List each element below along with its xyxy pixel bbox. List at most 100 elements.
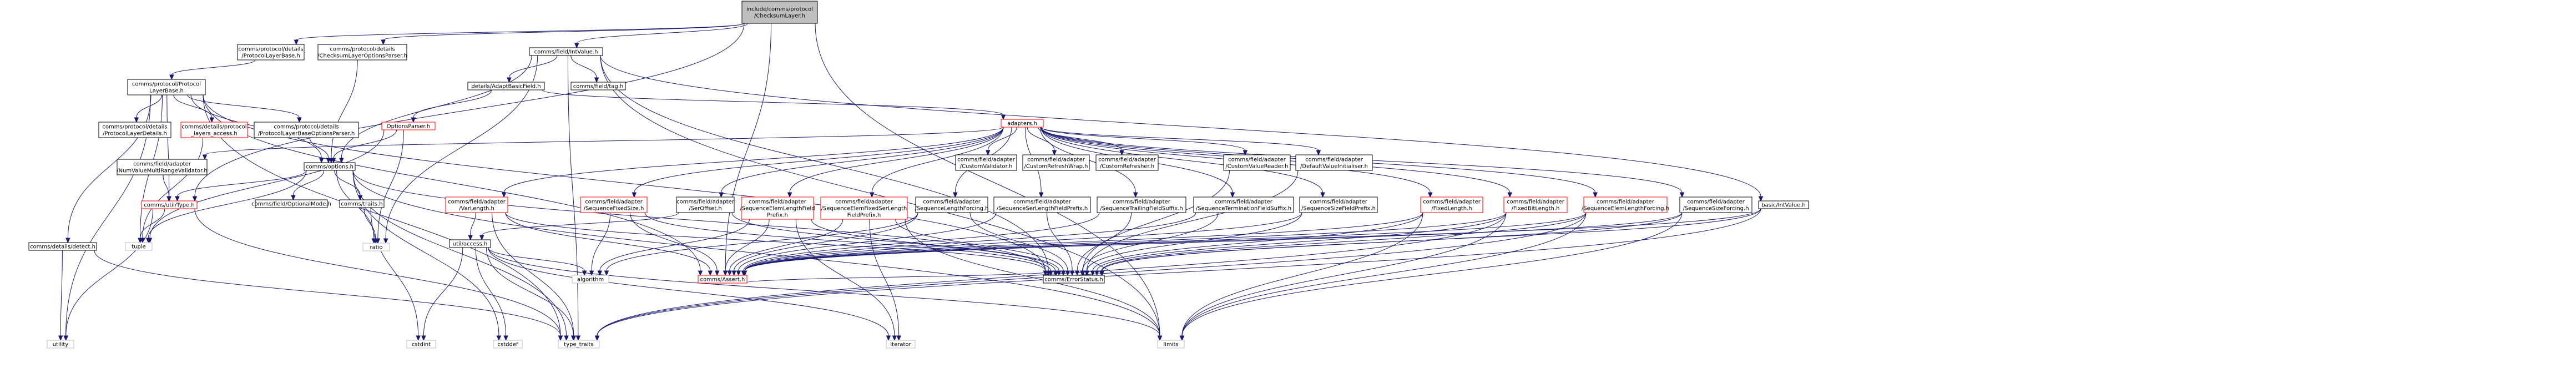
edge-root-to-detailsProtocolLayerBase <box>296 23 745 41</box>
node-checksumLayerOptionsParser[interactable]: comms/protocol/details/ChecksumLayerOpti… <box>317 44 407 61</box>
node-label: comms/field/adapter <box>1013 199 1072 205</box>
edge-arrowhead <box>202 154 208 160</box>
node-iterator[interactable]: iterator <box>886 340 916 349</box>
node-errorStatus[interactable]: comms/ErrorStatus.h <box>1043 275 1105 284</box>
edge-detailsProtocolLayerBase-to-protocolLayerBase <box>171 59 256 75</box>
node-label: comms/field/adapter <box>133 162 191 168</box>
edge-arrowhead <box>1593 192 1598 198</box>
node-commsOptions[interactable]: comms/options.h <box>304 162 356 171</box>
node-sequenceSerLengthFieldPrefix[interactable]: comms/field/adapter/SequenceSerLengthFie… <box>993 196 1091 213</box>
node-sequenceFixedSize[interactable]: comms/field/adapter/SequenceFixedSize.h <box>580 196 648 213</box>
node-varLength[interactable]: comms/field/adapter/VarLength.h <box>445 196 508 213</box>
node-box <box>98 122 171 138</box>
edge-sequenceTrailingFieldSuffix-to-errorStatus <box>1077 212 1132 271</box>
node-numValueMultiRangeValidator[interactable]: comms/field/adapter/NumValueMultiRangeVa… <box>117 159 208 175</box>
edge-fixedBitLength-to-typeTraits <box>597 212 1507 336</box>
node-customValidator[interactable]: comms/field/adapter/CustomValidator.h <box>955 154 1017 171</box>
node-detailsProtocolLayerDetails[interactable]: comms/protocol/details/ProtocolLayerDeta… <box>98 122 171 138</box>
node-sequenceElemLengthForcing[interactable]: comms/field/adapter/SequenceElemLengthFo… <box>1582 196 1669 213</box>
edge-arrowhead <box>698 270 703 276</box>
edge-sequenceTerminationFieldSuffix-to-errorStatus <box>1082 212 1219 271</box>
node-adaptBasicField[interactable]: details/AdaptBasicField.h <box>467 82 545 90</box>
edge-intValue-to-fieldTag <box>570 55 597 78</box>
edge-adapters-to-customValueReader <box>1040 127 1246 151</box>
edge-arrowhead <box>1316 150 1321 156</box>
edge-numValueMultiRangeValidator-to-utilType <box>163 174 169 197</box>
edge-sequenceSerLengthFieldPrefix-to-errorStatus <box>1047 212 1073 271</box>
node-basicIntValue[interactable]: basic/IntValue.h <box>1758 200 1809 209</box>
node-label: comms/field/adapter <box>1507 199 1565 205</box>
edge-arrowhead <box>1054 270 1059 276</box>
node-label: comms/field/adapter <box>923 199 981 205</box>
node-customValueReader[interactable]: comms/field/adapter/CustomValueReader.h <box>1223 154 1291 171</box>
node-label: comms/Assert.h <box>700 277 745 283</box>
node-sequenceSizeForcing[interactable]: comms/field/adapter/SequenceSizeForcing.… <box>1679 196 1752 213</box>
node-ratio[interactable]: ratio <box>362 243 390 251</box>
node-defaultValueInitialiser[interactable]: comms/field/adapter/DefaultValueInitiali… <box>1295 154 1373 171</box>
edge-arrowhead <box>138 238 143 244</box>
node-fieldTag[interactable]: comms/field/tag.h <box>570 82 626 90</box>
node-fixedBitLength[interactable]: comms/field/adapter/FixedBitLength.h <box>1503 196 1568 213</box>
node-sequenceTrailingFieldSuffix[interactable]: comms/field/adapter/SequenceTrailingFiel… <box>1097 196 1186 213</box>
edge-sequenceElemLengthForcing-to-errorStatus <box>1101 212 1587 271</box>
edge-sequenceFixedSize-to-commsAssert <box>629 212 718 271</box>
node-utility[interactable]: utility <box>47 340 74 349</box>
node-sequenceSizeFieldPrefix[interactable]: comms/field/adapter/SequenceSizeFieldPre… <box>1299 196 1378 213</box>
edge-arrowhead <box>331 158 336 164</box>
node-label: comms/field/IntValue.h <box>534 49 598 56</box>
edge-arrowhead <box>574 43 579 49</box>
edge-arrowhead <box>564 335 569 341</box>
edge-commsTraits-to-ratio <box>363 207 376 239</box>
node-tuple[interactable]: tuple <box>125 242 153 251</box>
edge-arrowhead <box>421 335 426 341</box>
node-sequenceElemFixedSerLengthFieldPrefix[interactable]: comms/field/adapter/SequenceElemFixedSer… <box>820 196 908 220</box>
node-protocolLayerBase[interactable]: comms/protocol/ProtocolLayerBase.h <box>127 79 206 95</box>
edge-arrowhead <box>594 77 599 83</box>
node-typeTraits[interactable]: type_traits <box>558 340 600 349</box>
node-commsTraits[interactable]: comms/traits.h <box>339 199 385 208</box>
node-label: /CustomValueReader.h <box>1225 164 1288 170</box>
node-customRefreshWrap[interactable]: comms/field/adapter/CustomRefreshWrap.h <box>1022 154 1090 171</box>
edge-arrowhead <box>145 238 151 244</box>
node-label: comms/field/adapter <box>448 199 506 205</box>
node-detailsDetect[interactable]: comms/details/detect.h <box>28 242 97 251</box>
node-detailsProtocolLayerBase[interactable]: comms/protocol/details/ProtocolLayerBase… <box>237 44 305 61</box>
edge-basicIntValue-to-commsAssert <box>744 208 1761 271</box>
node-label: comms/protocol/details <box>330 47 395 53</box>
node-box <box>1095 154 1159 171</box>
node-optionsParser[interactable]: OptionsParser.h <box>381 122 436 130</box>
node-serOffset[interactable]: comms/field/adapter/SerOffset.h <box>676 196 735 213</box>
edge-arrowhead <box>319 158 324 164</box>
node-cstdint[interactable]: cstdint <box>406 340 436 349</box>
edge-utilAccess-to-limits <box>488 247 1160 336</box>
node-cstddef[interactable]: cstddef <box>493 340 523 349</box>
edge-adapters-to-sequenceElemLengthFieldPrefix <box>789 127 1004 193</box>
node-commsAssert[interactable]: comms/Assert.h <box>698 275 747 284</box>
node-customRefresher[interactable]: comms/field/adapter/CustomRefresher.h <box>1095 154 1159 171</box>
node-layersAccess[interactable]: comms/details/protocol_layers_access.h <box>180 122 248 138</box>
node-limits[interactable]: limits <box>1157 340 1185 349</box>
node-optionalMode[interactable]: comms/field/OptionalMode.h <box>251 199 331 208</box>
node-intValue[interactable]: comms/field/IntValue.h <box>529 47 603 56</box>
node-fixedLength[interactable]: comms/field/adapter/FixedLength.h <box>1420 196 1483 213</box>
edge-commsTraits-to-cstdint <box>370 207 419 336</box>
node-sequenceLengthForcing[interactable]: comms/field/adapter/SequenceLengthForcin… <box>915 196 989 213</box>
node-sequenceElemLengthFieldPrefix[interactable]: comms/field/adapter/SequenceElemLengthFi… <box>740 196 815 220</box>
edge-arrowhead <box>58 335 63 341</box>
edge-sequenceSizeForcing-to-commsAssert <box>744 212 1683 271</box>
node-label: comms/field/adapter <box>1597 199 1655 205</box>
node-label: comms/field/adapter <box>1027 157 1085 163</box>
edge-arrowhead <box>570 335 576 341</box>
node-utilAccess[interactable]: util/access.h <box>449 239 491 248</box>
edge-arrowhead <box>714 270 720 276</box>
edge-root-to-checksumLayerOptionsParser <box>383 23 745 41</box>
node-label: algorithm <box>577 277 604 283</box>
node-label: comms/options.h <box>306 164 353 170</box>
node-algorithm[interactable]: algorithm <box>572 275 609 284</box>
node-adapters[interactable]: adapters.h <box>1001 119 1044 128</box>
node-root[interactable]: include/comms/protocol/ChecksumLayer.h <box>741 1 818 24</box>
node-sequenceTerminationFieldSuffix[interactable]: comms/field/adapter/SequenceTerminationF… <box>1193 196 1294 213</box>
node-box <box>1503 196 1568 213</box>
node-protocolLayerBaseOptionsParser[interactable]: comms/protocol/details/ProtocolLayerBase… <box>254 122 359 138</box>
node-utilType[interactable]: comms/util/Type.h <box>141 200 198 209</box>
